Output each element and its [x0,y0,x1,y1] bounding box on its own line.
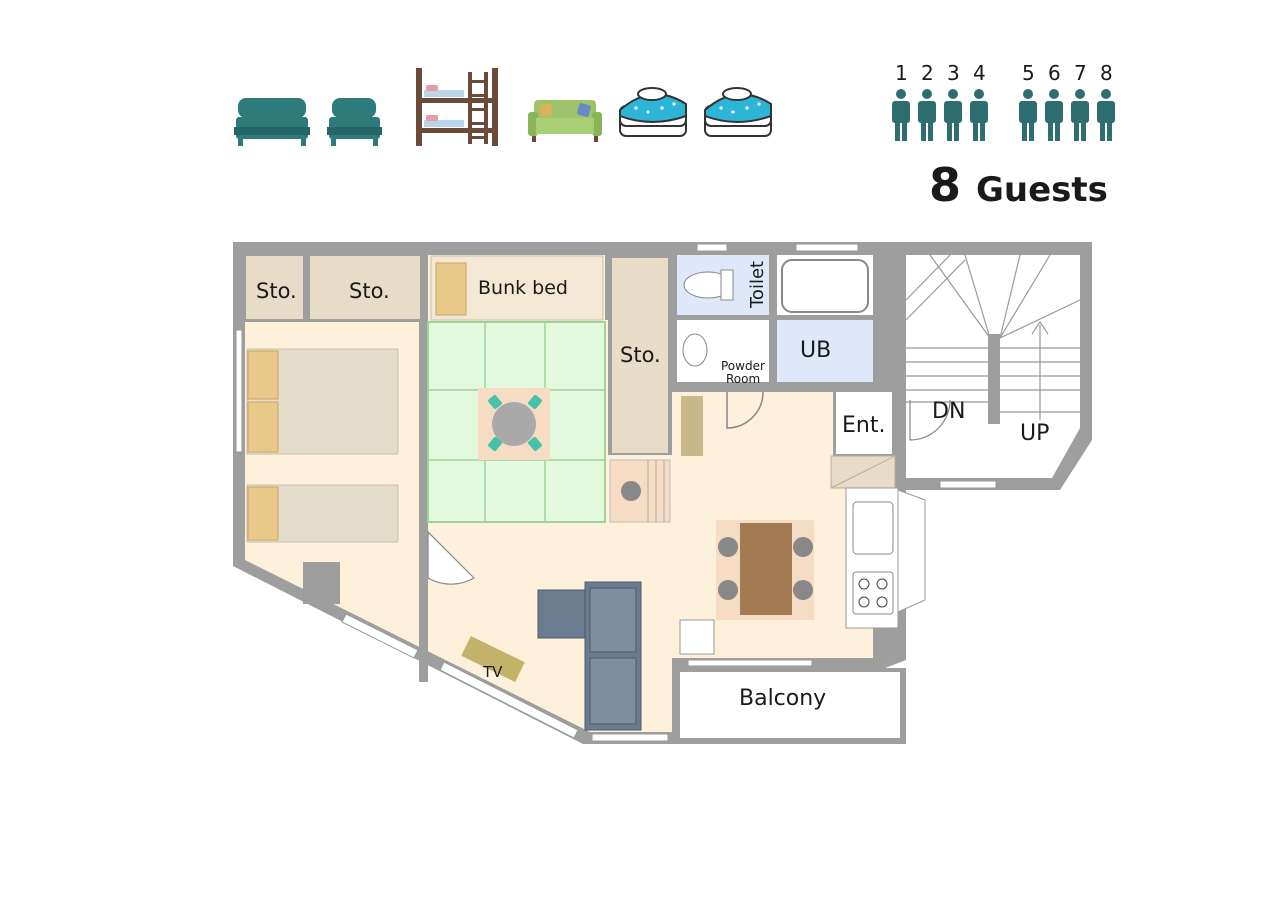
tv-stand [461,635,525,683]
person-icon [944,89,962,141]
futon-icon [619,87,687,137]
person-icon [1097,89,1115,141]
storage-3-label: Sto. [620,343,661,367]
stairs-down-label: DN [932,399,965,424]
double-bed-icon [234,98,310,146]
bunk-bed-label: Bunk bed [478,277,568,299]
shoe-box [681,396,703,456]
entrance-label: Ent. [842,413,885,438]
column [303,562,340,604]
single-bed-icon [327,98,382,146]
dining-table [716,520,814,620]
bunk-bed-icon [416,68,498,146]
person-icon [970,89,988,141]
guest-number: 7 [1074,61,1087,85]
storage-3 [612,258,668,453]
tv-label: TV [482,663,503,681]
stairwell: DN UP [898,242,1092,490]
balcony-label: Balcony [739,686,826,711]
futon-icon [704,87,772,137]
guest-number: 5 [1022,61,1035,85]
guest-number: 2 [921,61,934,85]
sofa-icon [528,100,602,142]
guest-label: Guests [976,170,1108,210]
unit-bath-label: UB [800,338,831,363]
bed-upper [246,348,399,455]
entrance [836,392,892,454]
bed-lower [246,484,399,543]
person-icon [1045,89,1063,141]
l-sofa [537,581,642,731]
guest-number: 1 [895,61,908,85]
guest-number: 4 [973,61,986,85]
tatami-table [478,388,550,460]
windows [235,243,859,742]
stairs-up-label: UP [1020,421,1049,446]
guest-number: 8 [1100,61,1113,85]
guest-number: 3 [947,61,960,85]
powder-room-label-1: Powder [721,359,765,373]
storage-2 [310,256,420,319]
person-icon [1019,89,1037,141]
person-icon [892,89,910,141]
balcony [680,672,900,738]
storage-1-label: Sto. [256,279,297,303]
toilet-label: Toilet [747,261,768,309]
person-icon [1071,89,1089,141]
powder-room-label-2: Room [726,372,760,386]
guest-number: 6 [1048,61,1061,85]
guest-count: 8 [929,158,961,212]
storage-1 [246,256,303,319]
floor-plan: Sto. Sto. [233,242,926,744]
amenity-icons [234,68,772,146]
person-icon [918,89,936,141]
guest-people [892,89,1115,141]
storage-2-label: Sto. [349,279,390,303]
partition-wall [419,252,428,682]
unit-bath [777,320,873,382]
